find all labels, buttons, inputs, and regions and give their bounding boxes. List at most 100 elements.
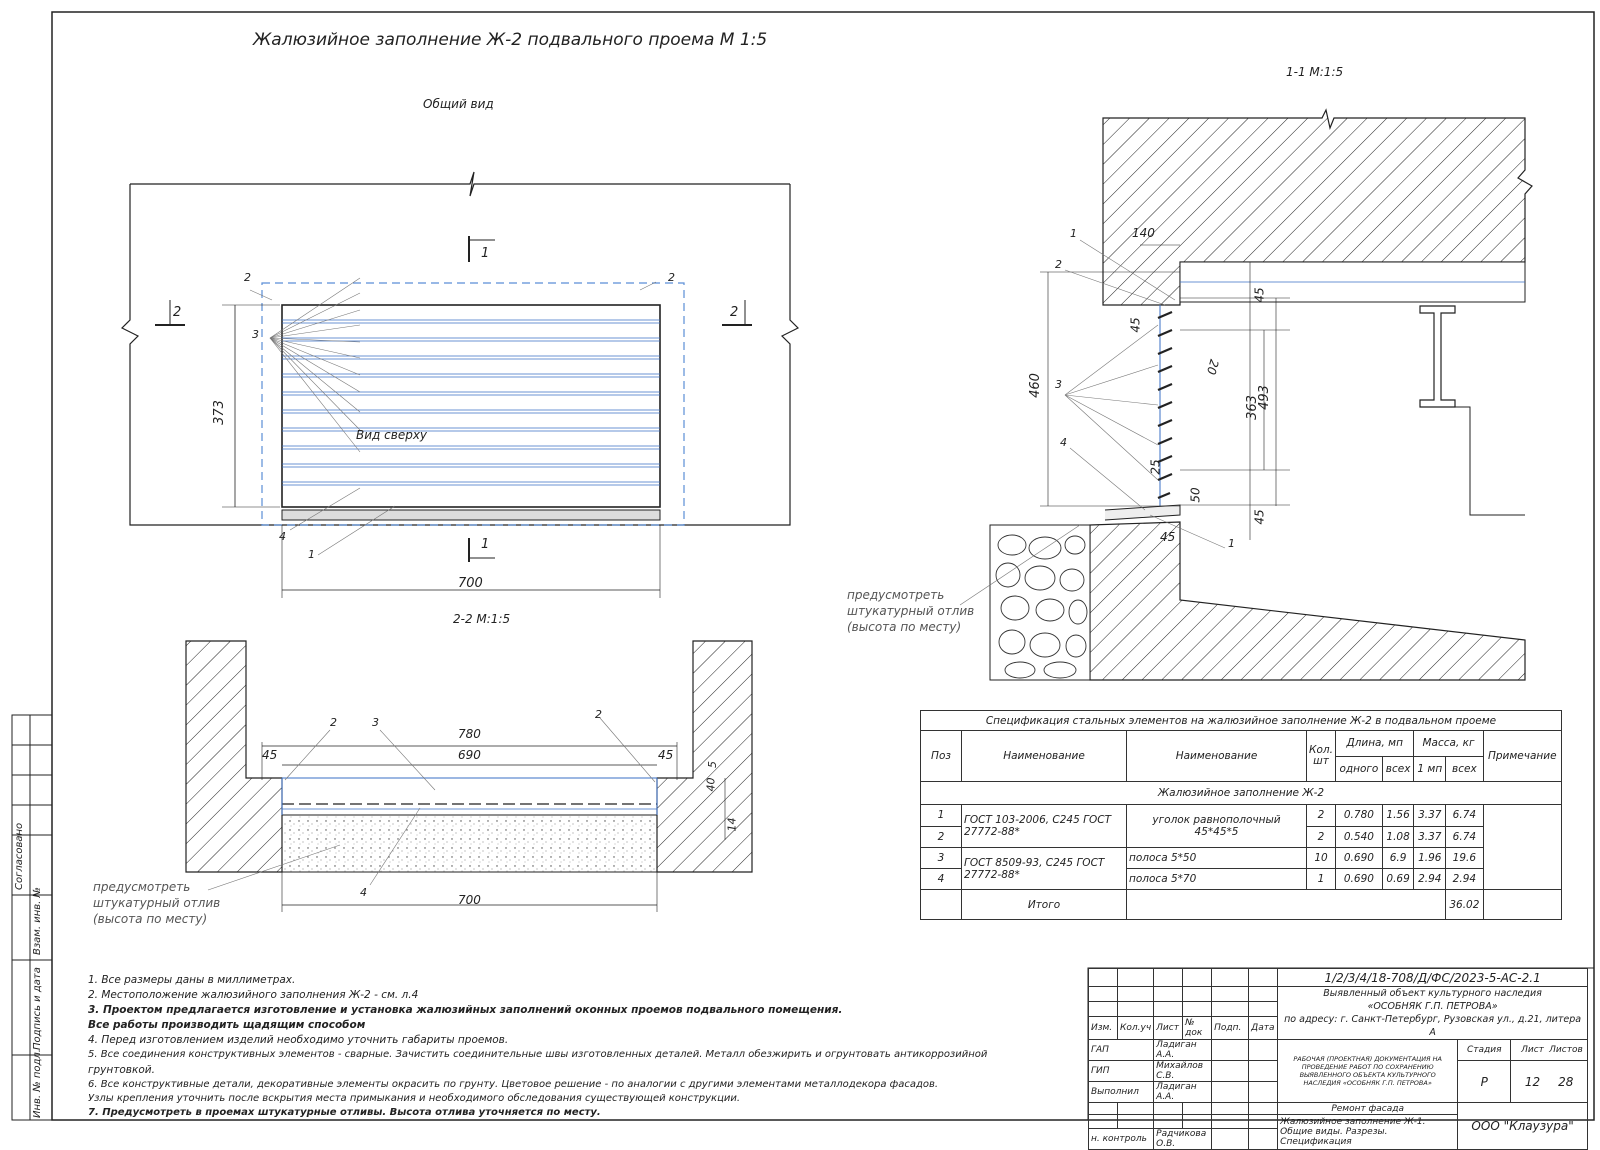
dim-45-s11-bottom: 45 xyxy=(1252,509,1267,525)
spec-row1-gost: ГОСТ 103-2006, С245 ГОСТ 27772-88* xyxy=(961,804,1127,848)
note-5b: грунтовкой. xyxy=(88,1064,155,1076)
note-5: 5. Все соединения конструктивных элемент… xyxy=(88,1049,988,1060)
stamp-h-sheets: Листов xyxy=(1549,1045,1583,1055)
louver-slats-section xyxy=(1157,310,1173,500)
plaster-note-3: (высота по месту) xyxy=(93,912,208,926)
spec-row2-qty: 2 xyxy=(1306,825,1336,848)
dim-14-section: 14 xyxy=(725,817,739,832)
spec-h-pos: Поз xyxy=(920,730,962,783)
stamp-h-doc: № док xyxy=(1182,1016,1213,1040)
stamp-doc-desc: РАБОЧАЯ (ПРОЕКТНАЯ) ДОКУМЕНТАЦИЯ НА ПРОВ… xyxy=(1277,1039,1459,1103)
mark-3: 3 xyxy=(252,328,259,341)
spec-row1-name: уголок равнополочный 45*45*5 xyxy=(1126,804,1307,848)
spec-row3-pos: 3 xyxy=(920,846,962,870)
stamp-sheet: 12 xyxy=(1524,1074,1541,1089)
dim-363: 363 xyxy=(1244,395,1260,420)
spec-row3-mall: 19.6 xyxy=(1445,846,1484,870)
mark-4-s22: 4 xyxy=(360,886,367,899)
rubble-stones xyxy=(995,534,1088,679)
dim-45-right: 45 xyxy=(658,748,674,762)
section-mark-1-top: 1 xyxy=(481,246,490,261)
spec-row4-m1: 2.94 xyxy=(1413,867,1447,891)
mark-4-s11: 4 xyxy=(1060,436,1067,449)
spec-row4-pos: 4 xyxy=(920,867,962,891)
spec-h-note: Примечание xyxy=(1482,730,1563,783)
spec-row4-qty: 1 xyxy=(1306,867,1336,891)
spec-row2-lenall: 1.08 xyxy=(1381,825,1415,848)
spec-row1-lenall: 1.56 xyxy=(1381,804,1415,827)
spec-h-name1: Наименование xyxy=(961,730,1127,783)
mark-2-s11: 2 xyxy=(1055,258,1062,271)
note-7: 7. Предусмотреть в проемах штукатурные о… xyxy=(88,1107,601,1118)
dim-140: 140 xyxy=(1132,226,1155,240)
mark-1-s11-top: 1 xyxy=(1070,227,1077,240)
sheet-frame xyxy=(51,11,1595,1121)
stamp-sheets: 28 xyxy=(1558,1074,1574,1089)
dim-373: 373 xyxy=(211,400,227,425)
dim-45-s11-base: 45 xyxy=(1160,530,1176,544)
title-block: 1/2/3/4/18-708/Д/ФС/2023-5-АС-2.1 Выявле… xyxy=(1087,968,1588,1150)
stamp-gap: ГАП xyxy=(1087,1039,1155,1061)
note-6: 6. Все конструктивные детали, декоративн… xyxy=(88,1079,939,1090)
louver-slats xyxy=(282,319,660,486)
side-inv2: Инв. № подл. xyxy=(32,1049,43,1118)
mark-3-s22: 3 xyxy=(372,716,379,729)
mark-3-s11: 3 xyxy=(1055,378,1062,391)
dim-40-section: 40 xyxy=(704,777,718,792)
plaster-note-s11-3: (высота по месту) xyxy=(847,620,962,634)
stamp-gap-name: Ладиган А.А. xyxy=(1153,1039,1213,1061)
section-1-1 xyxy=(959,108,1533,681)
stamp-gip: ГИП xyxy=(1087,1060,1155,1082)
stamp-h-sign: Подп. xyxy=(1211,1016,1250,1040)
plaster-note-s11-2: штукатурный отлив xyxy=(847,604,975,618)
note-2: 2. Местоположение жалюзийного заполнения… xyxy=(88,989,419,1001)
side-strip xyxy=(11,714,53,1121)
spec-row1-mall: 6.74 xyxy=(1445,804,1484,827)
section-mark-2-right: 2 xyxy=(730,305,739,320)
stamp-h-list: Лист xyxy=(1153,1016,1184,1040)
general-view xyxy=(120,171,800,598)
dim-690: 690 xyxy=(458,748,481,762)
spec-h-lenall: всех xyxy=(1381,755,1415,783)
stamp-sheet-desc: Жалюзийное заполнение Ж-1. Общие виды. Р… xyxy=(1277,1114,1459,1150)
stamp-h-izm: Изм. xyxy=(1088,1016,1118,1040)
drawing-title: Жалюзийное заполнение Ж-2 подвального пр… xyxy=(253,30,768,50)
spec-row3-lenall: 6.9 xyxy=(1381,846,1415,870)
spec-row1-len1: 0.780 xyxy=(1335,804,1383,827)
spec-row4-lenall: 0.69 xyxy=(1381,867,1415,891)
stamp-code: 1/2/3/4/18-708/Д/ФС/2023-5-АС-2.1 xyxy=(1277,968,1588,987)
dim-700: 700 xyxy=(458,576,483,591)
stamp-obj1: Выявленный объект культурного наследия xyxy=(1323,988,1542,999)
spec-row1-pos: 1 xyxy=(920,804,962,827)
section-1-1-label: 1-1 М:1:5 xyxy=(1286,65,1344,79)
note-4: 4. Перед изготовлением изделий необходим… xyxy=(88,1034,509,1046)
spec-group: Жалюзийное заполнение Ж-2 xyxy=(920,781,1562,806)
side-inv: Взам. инв. № xyxy=(32,887,43,955)
spec-h-len: Длина, мп xyxy=(1334,730,1415,757)
dim-5-section: 5 xyxy=(706,761,719,768)
plaster-note-2: штукатурный отлив xyxy=(93,896,221,910)
spec-row2-mall: 6.74 xyxy=(1445,825,1484,848)
spec-h-name2: Наименование xyxy=(1126,730,1307,783)
spec-row3-len1: 0.690 xyxy=(1335,846,1383,870)
spec-h-qty: Кол. шт xyxy=(1306,730,1336,783)
dim-45-s11-top: 45 xyxy=(1252,287,1267,303)
note-3b: Все работы производить щадящим способом xyxy=(88,1019,366,1031)
dim-780: 780 xyxy=(458,727,481,741)
note-3: 3. Проектом предлагается изготовление и … xyxy=(88,1004,843,1016)
mark-2-s22-right: 2 xyxy=(595,708,602,721)
note-1: 1. Все размеры даны в миллиметрах. xyxy=(88,974,296,986)
stamp-h-date: Дата xyxy=(1248,1016,1279,1040)
stamp-stage: Р xyxy=(1457,1060,1512,1103)
spec-h-mass: Масса, кг xyxy=(1413,730,1484,757)
spec-row3-gost: ГОСТ 8509-93, С245 ГОСТ 27772-88* xyxy=(961,846,1127,891)
note-6b: Узлы крепления уточнить после вскрытия м… xyxy=(88,1093,741,1104)
spec-total: 36.02 xyxy=(1445,889,1484,920)
spec-total-label: Итого xyxy=(961,889,1127,920)
spec-row3-name: полоса 5*50 xyxy=(1126,846,1307,870)
section-2-2 xyxy=(185,640,753,912)
spec-row2-len1: 0.540 xyxy=(1335,825,1383,848)
spec-row3-m1: 1.96 xyxy=(1413,846,1447,870)
spec-h-massall: всех xyxy=(1445,755,1484,783)
